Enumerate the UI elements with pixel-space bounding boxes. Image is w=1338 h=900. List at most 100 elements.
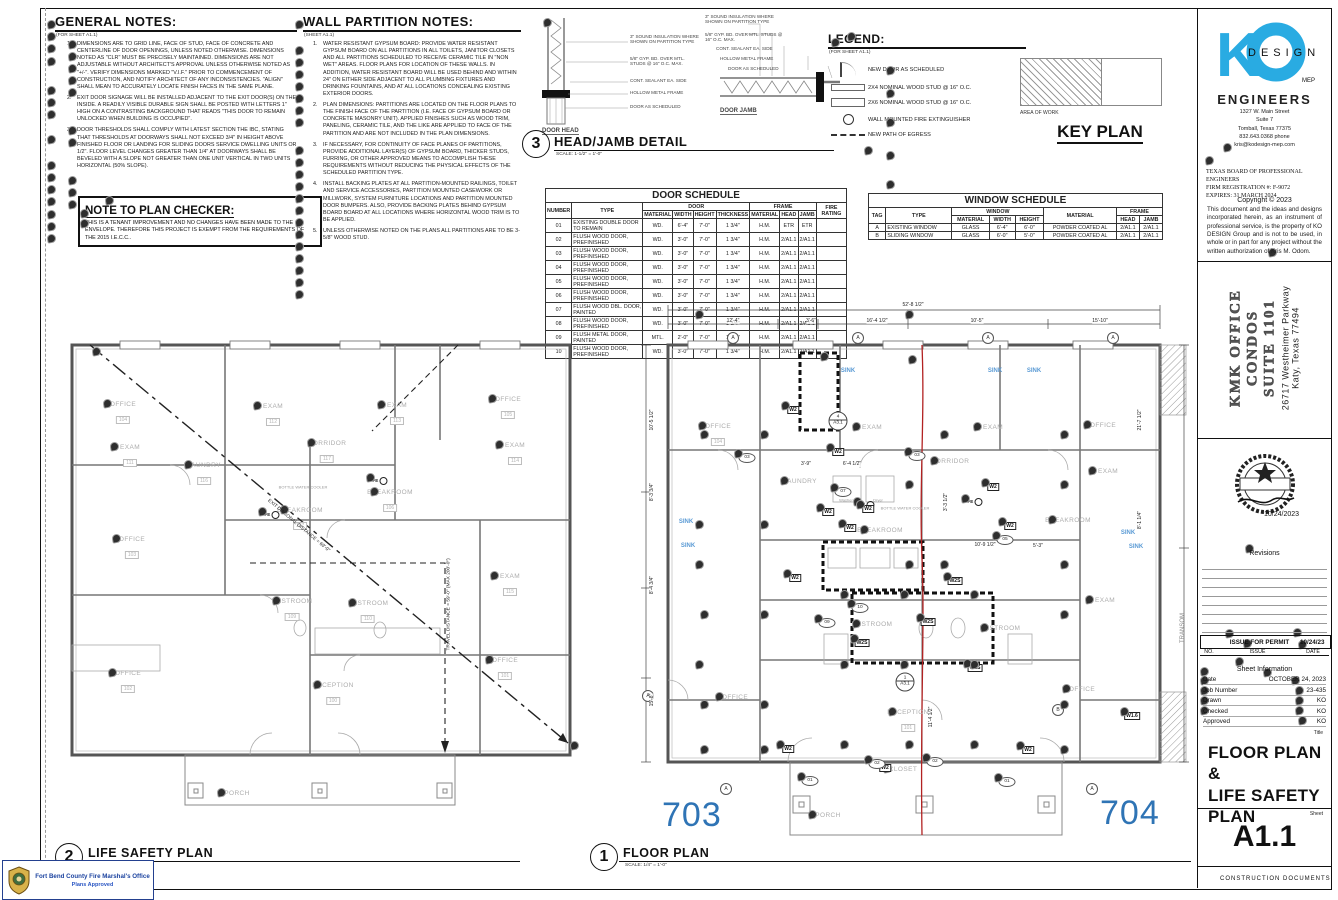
divider	[1198, 866, 1331, 867]
firm-address-line: Tomball, Texas 77375	[1237, 125, 1292, 132]
firm-address-line: kris@kodesign-mep.com	[1234, 142, 1295, 148]
note-item: 4.INSTALL BACKING PLATES AT ALL PARTITIO…	[313, 181, 521, 224]
divider	[1198, 438, 1331, 439]
revision-row	[1202, 614, 1327, 624]
door-jamb-label: DOOR JAMB	[720, 108, 757, 115]
engineer-seal: 10/24/2023	[1235, 454, 1299, 518]
note-text: IF NECESSARY, FOR CONTINUITY OF FACE PLA…	[323, 141, 511, 177]
wall-partition-notes-subtitle: (SHEET A1.1)	[304, 33, 335, 38]
note-item: 2.PLAN DIMENSIONS: PARTITIONS ARE LOCATE…	[313, 102, 521, 138]
wall-partition-notes: WALL PARTITION NOTES: (SHEET A1.1) 1.WAT…	[303, 14, 521, 246]
legend-subtitle: (FOR SHEET A1.1)	[829, 50, 871, 55]
legend-item-label: 2X6 NOMINAL WOOD STUD @ 16" O.C.	[868, 99, 972, 106]
detail-title-underline	[554, 150, 834, 151]
life-safety-plan-name: LIFE SAFETY PLAN	[88, 846, 214, 860]
plan-checker-title: NOTE TO PLAN CHECKER:	[85, 205, 235, 218]
hj-callout-2: 5/8" GYP. BD. OVER MTL. STUDS @ 16" O.C.…	[630, 56, 685, 66]
sheet-info-row: Approved KO	[1203, 718, 1326, 727]
detail-title: HEAD/JAMB DETAIL	[554, 134, 688, 149]
window-schedule-title: WINDOW SCHEDULE	[868, 193, 1163, 208]
hj-callout-2b: 5/8" GYP. BD. OVER MTL. STUDS @ 16" O.C.…	[705, 32, 783, 42]
fire-marshal-office-label: Fort Bend County Fire Marshal's Office	[35, 872, 150, 880]
key-plan: AREA OF WORK KEY PLAN	[1020, 58, 1180, 144]
firm-address-line: 832.643.0368 phone	[1239, 133, 1290, 140]
area-of-work-label: AREA OF WORK	[1020, 110, 1059, 116]
floor-plan-drawing	[641, 305, 1189, 836]
title-label: Title	[1313, 730, 1323, 736]
sheet-info-label: Approved	[1203, 718, 1230, 725]
key-plan-title: KEY PLAN	[1057, 122, 1143, 144]
divider	[1198, 808, 1331, 809]
issue-name: ISSUE FOR PERMIT	[1229, 638, 1290, 646]
stud-2x4-icon	[828, 84, 868, 91]
hj-callout-5b: DOOR AS SCHEDULED	[728, 66, 779, 71]
sheet-title-line: LIFE SAFETY	[1208, 785, 1320, 805]
copyright-line: Copyright © 2023	[1237, 197, 1292, 204]
sheet-info-value: KO	[1316, 718, 1326, 725]
plan-checker-body: THIS IS A TENANT IMPROVEMENT AND NO CHAN…	[85, 220, 305, 241]
note-text: INSTALL BACKING PLATES AT ALL PARTITION-…	[323, 181, 520, 223]
note-number: 5.	[313, 228, 318, 234]
issue-hdr-date: DATE	[1306, 649, 1320, 655]
note-item: 5.UNLESS OTHERWISE NOTED ON THE PLANS AL…	[313, 228, 521, 242]
head-jamb-detail-drawing	[542, 18, 840, 125]
legend-title: LEGEND:	[828, 32, 1026, 49]
revisions-label: Revisions	[1249, 550, 1280, 557]
door-head-label: DOOR HEAD	[542, 128, 579, 135]
note-item: 1.WATER RESISTANT GYPSUM BOARD: PROVIDE …	[313, 41, 521, 98]
wall-partition-notes-list: 1.WATER RESISTANT GYPSUM BOARD: PROVIDE …	[303, 41, 521, 242]
unit-number-704: 704	[1100, 794, 1160, 832]
divider	[1198, 261, 1331, 262]
sheet-info-value: KO	[1316, 697, 1326, 704]
life-safety-plan-drawing	[70, 340, 572, 806]
project-name-line: SUITE 1101	[1261, 299, 1278, 398]
revision-row	[1202, 596, 1327, 606]
general-notes: GENERAL NOTES: (FOR SHEET A1.1) 1.DIMENS…	[55, 14, 297, 174]
hj-callout-4: HOLLOW METAL FRAME	[630, 90, 684, 95]
area-of-work-hatch	[1021, 59, 1102, 105]
floor-plan-underline	[619, 861, 1191, 862]
project-name-line: CONDOS	[1244, 309, 1261, 387]
sheet-info-label: Drawn	[1203, 697, 1222, 704]
note-number: 1.	[67, 41, 72, 47]
sheet-info-label: Checked	[1203, 707, 1228, 715]
revision-row	[1202, 569, 1327, 579]
phase-label: CONSTRUCTION DOCUMENTS	[1220, 876, 1331, 882]
general-notes-title: GENERAL NOTES:	[55, 14, 297, 32]
project-name-line: KMK OFFICE	[1227, 289, 1244, 408]
egress-path-icon	[828, 134, 868, 136]
note-item: 3.DOOR THRESHOLDS SHALL COMPLY WITH LATE…	[67, 127, 297, 170]
legend-item-label: 2X4 NOMINAL WOOD STUD @ 16" O.C.	[868, 84, 972, 91]
hj-callout-3: CONT. SEALANT EA. SIDE	[630, 78, 687, 83]
sheet-info-value: KO	[1316, 707, 1326, 715]
legend-item: NEW PATH OF EGRESS	[828, 132, 1026, 138]
floor-plan-scale: SCALE: 1/4" = 1'-0"	[625, 863, 667, 868]
legend-items: NEW DOOR AS SCHEDULED 2X4 NOMINAL WOOD ST…	[828, 62, 1026, 138]
note-item: 3.IF NECESSARY, FOR CONTINUITY OF FACE P…	[313, 142, 521, 178]
fire-marshal-stamp-text: Fort Bend County Fire Marshal's Office P…	[32, 873, 153, 888]
hj-callout-3b: CONT. SEALANT EA. SIDE	[716, 46, 773, 51]
legend-item: 2X4 NOMINAL WOOD STUD @ 16" O.C.	[828, 84, 1026, 91]
sheet-info-label: Job Number	[1203, 686, 1238, 694]
note-number: 2.	[67, 94, 72, 101]
revision-row	[1202, 578, 1327, 588]
legend-item: WALL MOUNTED FIRE EXTINGUISHER	[828, 114, 1026, 125]
legend: LEGEND: (FOR SHEET A1.1) NEW DOOR AS SCH…	[828, 32, 1026, 145]
issue-for-permit-row: ISSUE FOR PERMIT 10/24/23	[1200, 635, 1331, 649]
legend-item-label: WALL MOUNTED FIRE EXTINGUISHER	[868, 116, 971, 123]
sheet-info-row: Drawn KO	[1203, 697, 1326, 706]
sheet-edge-ticks	[45, 8, 46, 888]
legend-item: NEW DOOR AS SCHEDULED	[828, 62, 1026, 77]
sheet-info-value: OCTOBER 24, 2023	[1268, 676, 1326, 683]
